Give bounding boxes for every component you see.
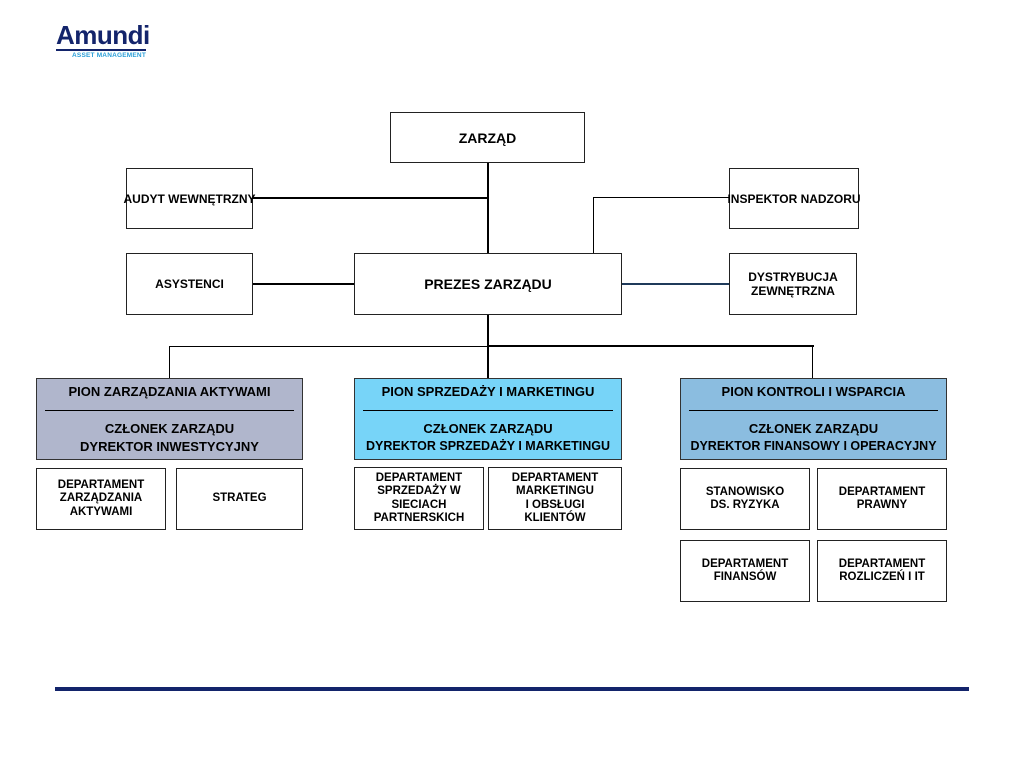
pion-title: PION SPRZEDAŻY I MARKETINGU (381, 384, 595, 399)
pion-director: DYREKTOR SPRZEDAŻY I MARKETINGU (365, 439, 610, 453)
connector-asystenci (252, 283, 354, 285)
pion-director: DYREKTOR INWESTYCYJNY (80, 439, 259, 454)
connector-dystrybucja (621, 283, 730, 285)
dept-prawny: DEPARTAMENT PRAWNY (817, 468, 947, 530)
dept-marketingu: DEPARTAMENT MARKETINGU I OBSŁUGI KLIENTÓ… (488, 467, 622, 530)
dept-sprzedazy: DEPARTAMENT SPRZEDAŻY W SIECIACH PARTNER… (354, 467, 484, 530)
connector-zarzad-prezes (487, 163, 489, 253)
pion-sprzedazy-i-marketingu: PION SPRZEDAŻY I MARKETINGU CZŁONEK ZARZ… (354, 378, 622, 460)
node-audyt-wewnetrzny: AUDYT WEWNĘTRZNY (124, 168, 256, 229)
pion-divider (45, 410, 294, 411)
pion-divider (363, 410, 613, 411)
pion-role: CZŁONEK ZARZĄDU (423, 421, 553, 436)
logo-subtitle: ASSET MANAGEMENT (72, 52, 146, 59)
logo-wordmark: Amundi (56, 20, 150, 50)
dept-rozliczen-it: DEPARTAMENT ROZLICZEŃ I IT (817, 540, 947, 602)
pion-kontroli-i-wsparcia: PION KONTROLI I WSPARCIA CZŁONEK ZARZĄDU… (680, 378, 947, 460)
dept-strateg: STRATEG (176, 468, 303, 530)
pion-role: CZŁONEK ZARZĄDU (104, 421, 235, 436)
node-dystrybucja-zewnetrzna: DYSTRYBUCJA ZEWNĘTRZNA (729, 253, 857, 315)
pion-title: PION KONTROLI I WSPARCIA (721, 384, 906, 399)
pion-divider (689, 410, 938, 411)
pion-title: PION ZARZĄDZANIA AKTYWAMI (68, 384, 271, 399)
logo-rule (56, 49, 146, 51)
pion-role: CZŁONEK ZARZĄDU (748, 421, 879, 436)
pion-zarzadzania-aktywami: PION ZARZĄDZANIA AKTYWAMI CZŁONEK ZARZĄD… (36, 378, 303, 460)
dept-zarzadzania-aktywami: DEPARTAMENT ZARZĄDZANIA AKTYWAMI (36, 468, 166, 530)
connector-inspektor-h (593, 197, 730, 198)
footer-rule (55, 687, 969, 691)
connector-pion-right (812, 346, 813, 379)
pion-director: DYREKTOR FINANSOWY I OPERACYJNY (690, 439, 937, 453)
amundi-logo: Amundi ASSET MANAGEMENT (56, 20, 150, 59)
node-asystenci: ASYSTENCI (126, 253, 253, 315)
node-inspektor-nadzoru: INSPEKTOR NADZORU (727, 168, 861, 229)
dept-ryzyka: STANOWISKO DS. RYZYKA (680, 468, 810, 530)
connector-pions-h-right (487, 345, 814, 347)
node-zarzad: ZARZĄD (390, 112, 585, 163)
dept-finansow: DEPARTAMENT FINANSÓW (680, 540, 810, 602)
connector-inspektor-v (593, 197, 594, 254)
connector-pion-left (169, 346, 170, 379)
node-prezes-zarzadu: PREZES ZARZĄDU (354, 253, 622, 315)
connector-audyt (252, 197, 488, 199)
